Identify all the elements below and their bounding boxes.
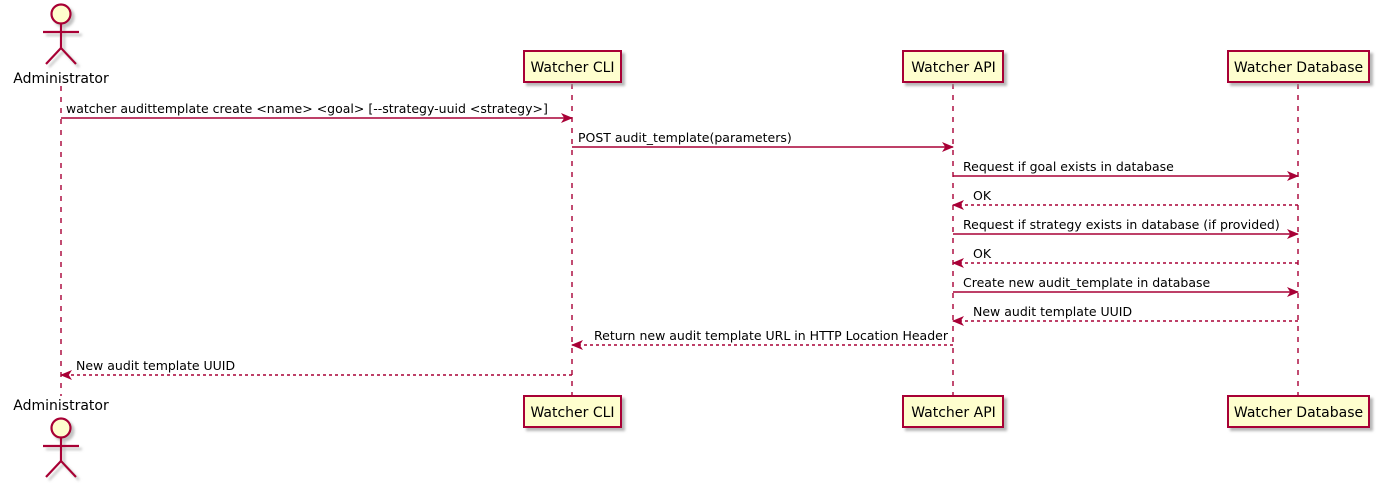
actor-left-leg-icon	[45, 47, 62, 65]
message-8[interactable]: Return new audit template URL in HTTP Lo…	[571, 328, 953, 350]
participant-label-watcher-cli-top: Watcher CLI	[530, 60, 614, 76]
participant-box-rect	[1227, 395, 1370, 428]
participant-label-watcher-api-bottom: Watcher API	[911, 405, 996, 421]
participant-label-watcher-database-bottom: Watcher Database	[1234, 405, 1363, 421]
message-label: Request if goal exists in database	[963, 159, 1174, 174]
message-label: Request if strategy exists in database (…	[963, 217, 1280, 232]
message-2[interactable]: Request if goal exists in database	[953, 159, 1299, 181]
actor-head-icon	[50, 3, 72, 25]
message-4[interactable]: Request if strategy exists in database (…	[953, 217, 1299, 239]
actor-right-leg-icon	[60, 460, 77, 478]
actor-left-leg-icon	[45, 460, 62, 478]
participant-label-watcher-database-top: Watcher Database	[1234, 60, 1363, 76]
actor-label-administrator-top: Administrator	[13, 71, 109, 87]
actor-head-icon	[50, 417, 72, 439]
participant-box-rect	[523, 50, 622, 83]
participant-box-watcher-cli-top[interactable]: Watcher CLI	[523, 50, 622, 83]
message-label: New audit template UUID	[76, 358, 235, 373]
message-label: Create new audit_template in database	[963, 275, 1210, 290]
message-6[interactable]: Create new audit_template in database	[953, 275, 1299, 297]
message-label: OK	[973, 188, 992, 203]
participant-box-rect	[902, 50, 1004, 83]
actor-administrator-bottom[interactable]: Administrator	[13, 398, 109, 478]
message-label: Return new audit template URL in HTTP Lo…	[594, 328, 949, 343]
message-label: POST audit_template(parameters)	[578, 130, 792, 145]
actor-administrator-top[interactable]: Administrator	[13, 3, 109, 88]
message-3[interactable]: OK	[952, 188, 1298, 210]
participant-box-rect	[1227, 50, 1370, 83]
message-7[interactable]: New audit template UUID	[952, 304, 1298, 326]
participant-label-watcher-api-top: Watcher API	[911, 60, 996, 76]
actor-label-administrator-bottom: Administrator	[13, 398, 109, 414]
message-label: OK	[973, 246, 992, 261]
participant-box-watcher-database-bottom[interactable]: Watcher Database	[1227, 395, 1370, 428]
participant-label-watcher-cli-bottom: Watcher CLI	[530, 405, 614, 421]
lifelines-group	[60, 84, 1299, 396]
actor-right-leg-icon	[60, 47, 77, 65]
message-0[interactable]: watcher audittemplate create <name> <goa…	[61, 101, 573, 123]
participant-box-watcher-api-bottom[interactable]: Watcher API	[902, 395, 1004, 428]
message-label: New audit template UUID	[973, 304, 1132, 319]
participant-box-watcher-cli-bottom[interactable]: Watcher CLI	[523, 395, 622, 428]
participant-box-watcher-database-top[interactable]: Watcher Database	[1227, 50, 1370, 83]
message-label: watcher audittemplate create <name> <goa…	[66, 101, 548, 116]
participant-box-watcher-api-top[interactable]: Watcher API	[902, 50, 1004, 83]
participant-box-rect	[902, 395, 1004, 428]
participant-box-rect	[523, 395, 622, 428]
message-5[interactable]: OK	[952, 246, 1298, 268]
message-9[interactable]: New audit template UUID	[60, 358, 572, 380]
message-1[interactable]: POST audit_template(parameters)	[572, 130, 954, 152]
